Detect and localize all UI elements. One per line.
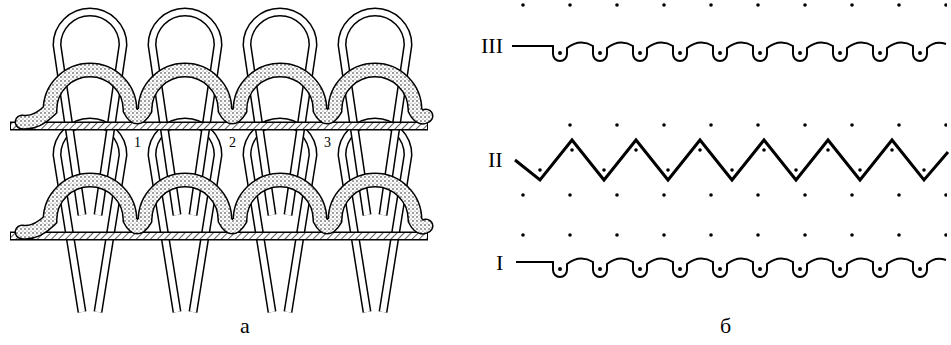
stippled-yarns xyxy=(22,70,426,232)
needle-dots xyxy=(515,3,947,237)
callout-number: 2 xyxy=(229,136,236,150)
callout-number: 1 xyxy=(134,136,141,150)
course-numeral: II xyxy=(488,149,503,171)
callout-number: 3 xyxy=(324,136,331,150)
panel-letter: б xyxy=(720,315,731,337)
loop-notation-I xyxy=(516,258,946,277)
loop-notation-III xyxy=(512,42,946,61)
course-numeral: I xyxy=(496,252,503,274)
course-numeral: III xyxy=(481,35,503,57)
panel-letter: а xyxy=(240,315,250,337)
weft-rods xyxy=(10,126,428,236)
zigzag-notation-II xyxy=(515,140,948,180)
